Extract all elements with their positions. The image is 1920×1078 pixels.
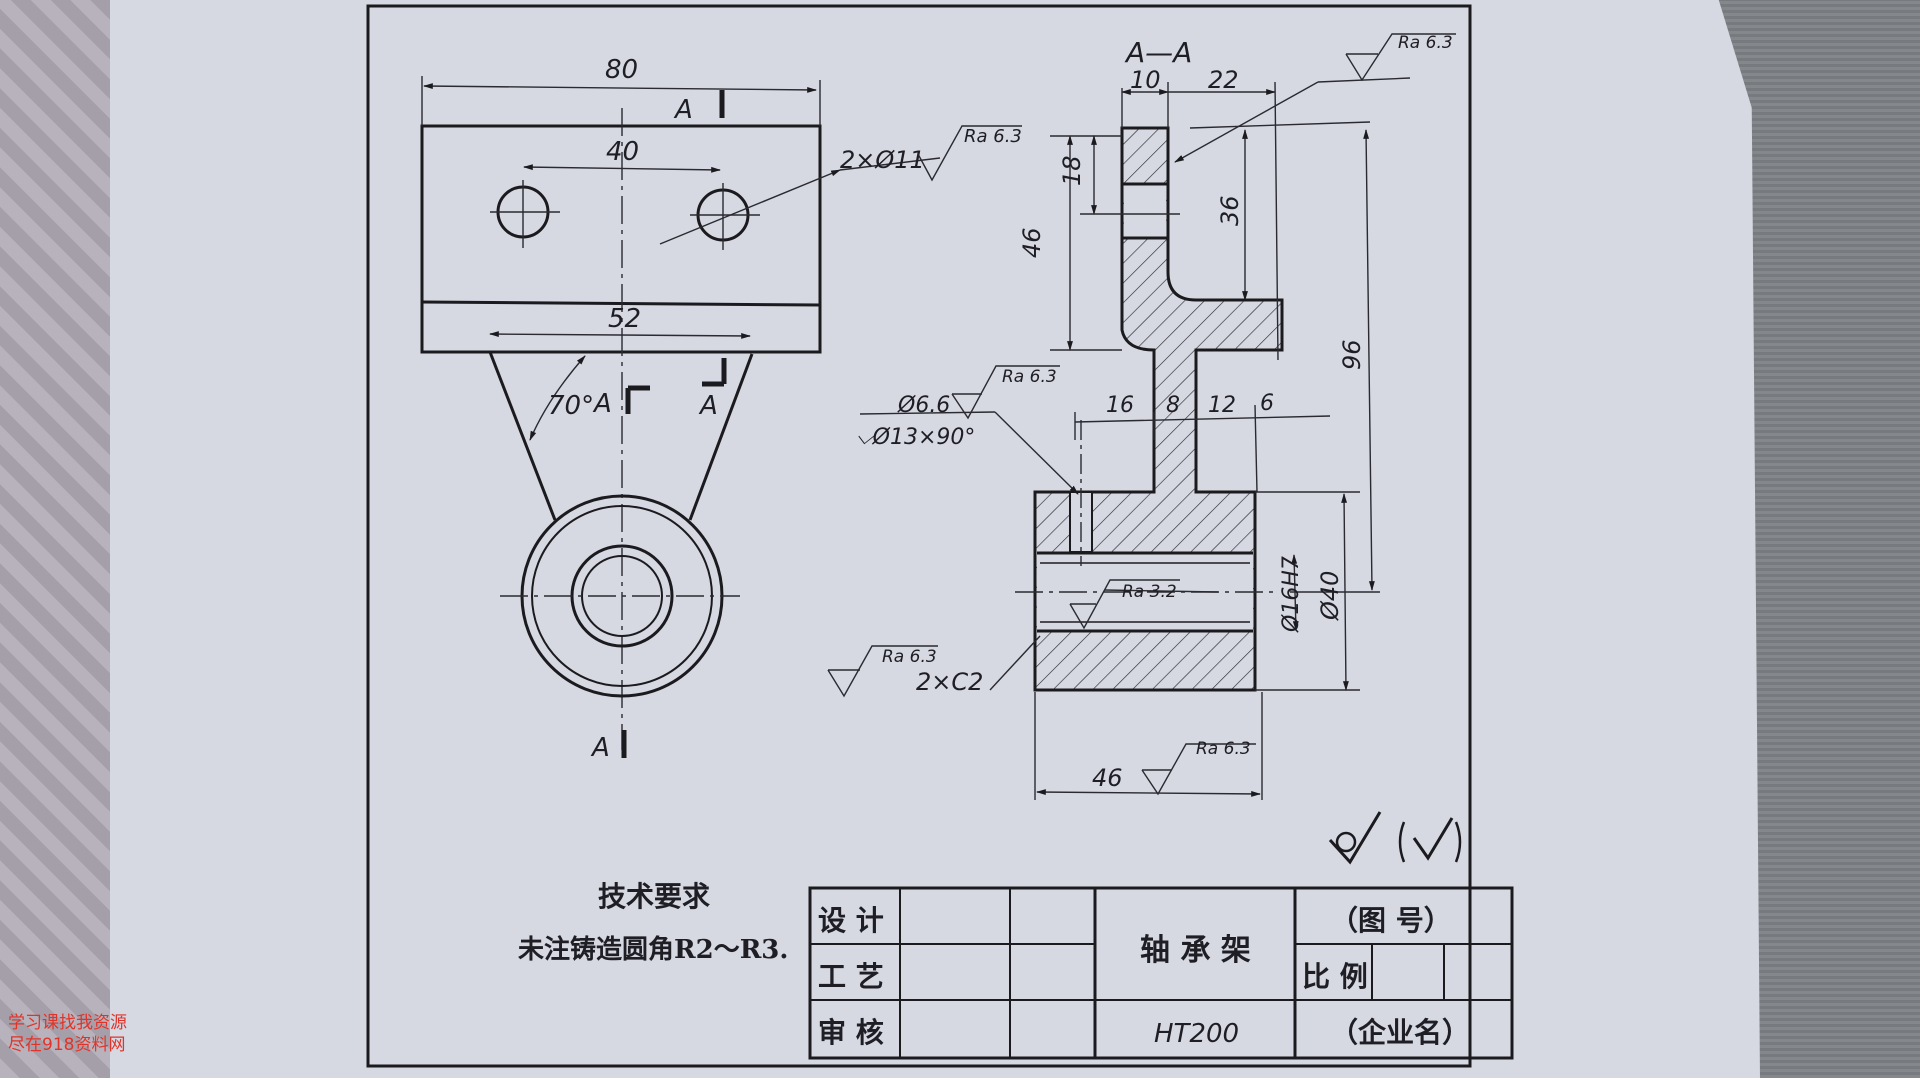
dim-10: 10 xyxy=(1130,66,1161,94)
general-roughness-symbol xyxy=(1328,811,1462,865)
dim-52: 52 xyxy=(608,304,641,334)
dim-8: 8 xyxy=(1166,393,1180,418)
dim-counterbore: ⌵Ø13×90° xyxy=(856,425,975,450)
dim-18: 18 xyxy=(1058,155,1086,186)
part-name: 轴 承 架 xyxy=(1140,933,1251,968)
dim-40: 40 xyxy=(606,137,639,167)
title-review-label: 审 核 xyxy=(818,1016,884,1049)
dim-96: 96 xyxy=(1338,339,1366,370)
dim-80: 80 xyxy=(605,55,638,85)
dim-22: 22 xyxy=(1208,66,1239,94)
watermark-line-1: 学习课找我资源 xyxy=(8,1013,127,1033)
section-view xyxy=(859,77,1411,800)
cut-label-bottom: A xyxy=(590,733,610,763)
section-body xyxy=(1033,126,1284,692)
cut-label-top: A xyxy=(673,95,693,125)
title-design-label: 设 计 xyxy=(818,904,884,937)
scale-label: 比 例 xyxy=(1302,960,1368,993)
section-label: A—A xyxy=(1124,36,1192,69)
cut-label-right: A xyxy=(698,391,718,421)
dim-holes: 2×Ø11 xyxy=(840,146,925,174)
front-view xyxy=(420,76,941,758)
roughness-holes: Ra 6.3 xyxy=(964,126,1022,147)
title-block: 设 计 工 艺 审 核 轴 承 架 HT200 （图 号） 比 例 （企业名） xyxy=(808,886,1514,1060)
technical-notes: 技术要求 未注铸造圆角R2～R3. xyxy=(518,880,788,965)
cut-label-left: A xyxy=(592,389,612,419)
dim-12: 12 xyxy=(1208,393,1236,418)
roughness-small-hole: Ra 6.3 xyxy=(1002,367,1057,387)
front-view-text: 80 A 40 52 70° A A A 2×Ø11 Ra 6.3 xyxy=(548,55,1022,763)
dim-6-6: Ø6.6 xyxy=(897,393,950,418)
dim-chamfer: 2×C2 xyxy=(916,668,983,696)
dim-46-vertical: 46 xyxy=(1018,227,1046,258)
roughness-chamfer: Ra 6.3 xyxy=(882,647,937,667)
watermark: 学习课找我资源 尽在918资料网 xyxy=(8,1012,127,1056)
watermark-line-2: 尽在918资料网 xyxy=(8,1035,126,1055)
title-process-label: 工 艺 xyxy=(818,960,884,993)
paper-sheet xyxy=(110,0,1760,1078)
dim-16: 16 xyxy=(1106,393,1134,418)
dim-6: 6 xyxy=(1260,391,1274,416)
notes-line-1: 未注铸造圆角R2～R3. xyxy=(518,934,788,965)
section-view-text: A—A 10 22 18 46 36 96 16 8 12 6 Ø6.6 ⌵Ø1… xyxy=(827,33,1462,865)
roughness-top: Ra 6.3 xyxy=(1398,33,1453,53)
roughness-bore: Ra 3.2 xyxy=(1122,582,1177,602)
notes-title: 技术要求 xyxy=(598,880,710,913)
dim-46-horizontal: 46 xyxy=(1092,764,1123,792)
drawing-number: （图 号） xyxy=(1330,904,1452,937)
drawing-border xyxy=(366,4,1472,1068)
dim-36: 36 xyxy=(1216,195,1244,226)
dim-40-dia: Ø40 xyxy=(1316,571,1344,621)
company-name: （企业名） xyxy=(1330,1016,1470,1049)
material: HT200 xyxy=(1154,1019,1239,1049)
dim-70-degrees: 70° xyxy=(548,391,594,421)
dim-bore: Ø16H7 xyxy=(1279,556,1304,633)
roughness-length: Ra 6.3 xyxy=(1196,739,1251,759)
